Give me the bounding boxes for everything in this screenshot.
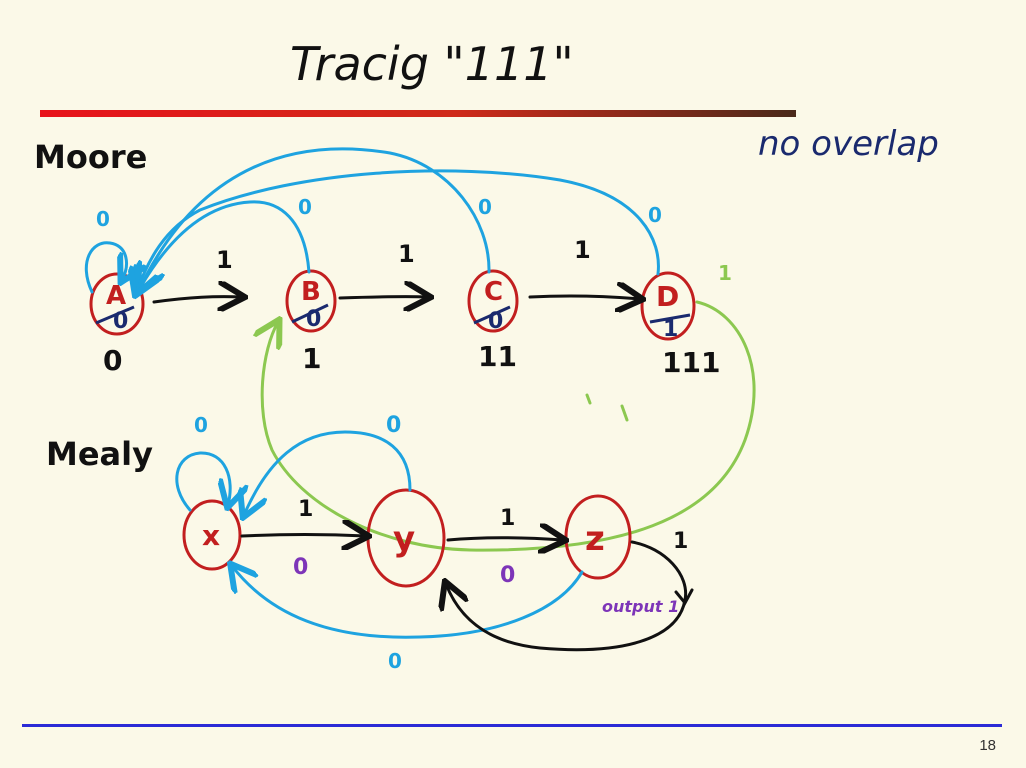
moore-green-d-b (262, 300, 756, 552)
mealy-edge-y-z (446, 538, 563, 540)
mealy-back-y-x-label: 0 (386, 413, 401, 438)
moore-seen-c: 11 (478, 340, 517, 373)
moore-back-c-a (138, 147, 491, 292)
moore-back-c-a-label: 0 (478, 195, 492, 219)
moore-state-d-output: 1 (663, 317, 678, 342)
mealy-edge-z-y-input: 1 (673, 529, 688, 554)
mealy-label: Mealy (46, 435, 153, 473)
footer-line (22, 724, 1002, 727)
mealy-edge-y-z-input: 1 (500, 506, 515, 531)
mealy-back-z-x-label: 0 (388, 649, 402, 673)
mealy-edge-z-y-output: output 1 (602, 597, 679, 616)
overlap-note: no overlap (758, 124, 939, 164)
mealy-state-y: y (366, 488, 446, 588)
mealy-edge-x-y-output: 0 (293, 555, 308, 580)
moore-edge-a-b (152, 297, 242, 302)
page-number: 18 (979, 737, 996, 754)
moore-state-d: D 1 (640, 271, 696, 342)
stray-ink-mark (585, 393, 629, 422)
mealy-back-y-x (244, 430, 412, 515)
moore-label-c-d: 1 (574, 236, 591, 264)
moore-self-loop-a-label: 0 (96, 207, 110, 231)
mealy-edge-z-y-tip (674, 588, 694, 606)
title-underline (40, 110, 796, 117)
moore-back-d-a (136, 169, 660, 293)
moore-label: Moore (34, 138, 147, 176)
mealy-edge-x-y-input: 1 (298, 497, 313, 522)
moore-back-b-a (140, 200, 311, 288)
moore-self-loop-a (84, 241, 126, 294)
moore-green-d-b-label: 1 (718, 261, 732, 285)
mealy-back-z-x (232, 566, 584, 639)
moore-back-b-a-label: 0 (298, 195, 312, 219)
mealy-state-x: x (182, 499, 242, 571)
mealy-edge-y-z-output: 0 (500, 563, 515, 588)
moore-edge-c-d (528, 296, 640, 299)
moore-state-a-name: A (106, 281, 126, 311)
moore-seen-a: 0 (103, 344, 122, 377)
moore-state-d-name: D (656, 280, 679, 313)
mealy-state-z-name: z (585, 519, 605, 559)
moore-seen-b: 1 (302, 342, 321, 375)
mealy-edge-x-y (240, 535, 366, 537)
moore-label-a-b: 1 (216, 246, 233, 274)
moore-edge-b-c (338, 297, 428, 298)
mealy-edge-z-y (446, 540, 688, 652)
mealy-state-x-name: x (202, 519, 220, 552)
moore-state-c: C 0 (467, 269, 519, 334)
mealy-self-loop-x-label: 0 (194, 413, 208, 437)
moore-state-b: B 0 (285, 269, 337, 333)
moore-state-a: A 0 (89, 272, 145, 336)
mealy-state-y-name: y (393, 519, 415, 559)
moore-back-d-a-label: 0 (648, 203, 662, 227)
slide-title: Tracig "111" (290, 37, 574, 91)
moore-label-b-c: 1 (398, 240, 415, 268)
mealy-self-loop-x (175, 451, 230, 510)
moore-seen-d: 111 (662, 346, 720, 379)
moore-state-b-name: B (301, 277, 321, 307)
moore-state-c-name: C (484, 277, 503, 307)
